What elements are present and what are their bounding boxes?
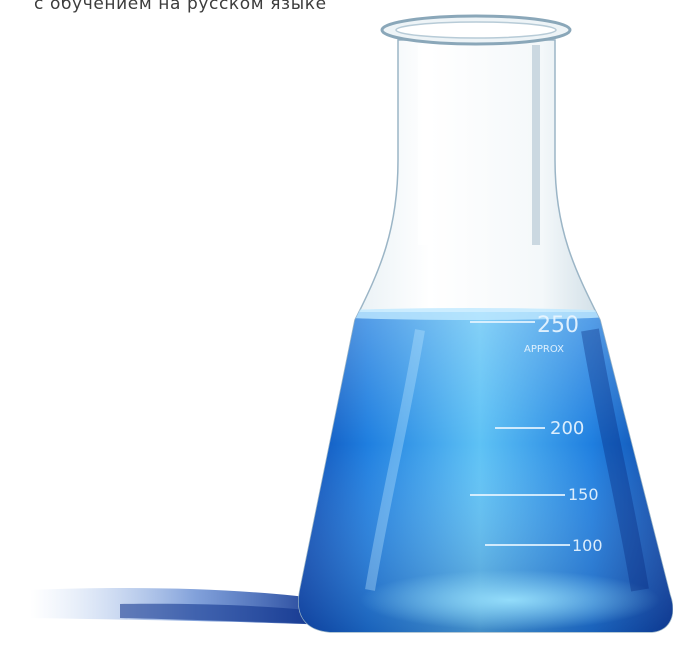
- mark-100: 100: [572, 536, 603, 555]
- mark-approx: APPROX: [524, 344, 564, 355]
- floor-shadow-dark: [120, 603, 330, 624]
- graduation-marks: [470, 321, 570, 546]
- mark-250: 250: [537, 313, 579, 338]
- mark-200: 200: [550, 418, 584, 439]
- caption-text: с обучением на русском языке: [34, 0, 327, 14]
- mark-150: 150: [568, 485, 599, 504]
